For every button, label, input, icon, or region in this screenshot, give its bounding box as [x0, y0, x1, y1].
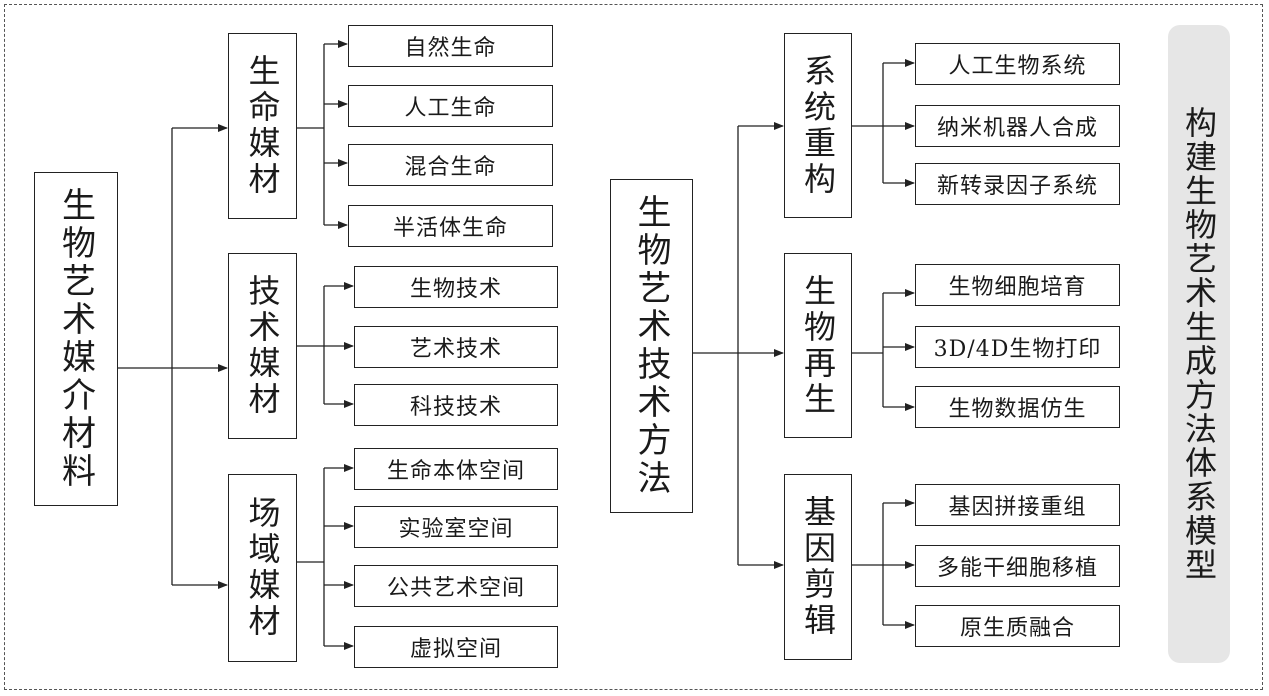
- leaf-sci-tech: 科技技术: [354, 384, 558, 426]
- leaf-public-art-space: 公共艺术空间: [354, 565, 558, 607]
- leaf-bio-tech: 生物技术: [354, 266, 558, 308]
- model-title-panel: 构建生物艺术生成方法体系模型: [1168, 25, 1230, 663]
- leaf-gene-splicing: 基因拼接重组: [915, 484, 1120, 526]
- diagram-frame: [4, 4, 1263, 690]
- leaf-cell-culture: 生物细胞培育: [915, 264, 1120, 306]
- leaf-artificial-bio-system: 人工生物系统: [915, 43, 1120, 85]
- leaf-bio-data-bionic: 生物数据仿生: [915, 386, 1120, 428]
- group-field-media: 场域媒材: [228, 474, 297, 662]
- group-gene-editing: 基因剪辑: [784, 474, 852, 660]
- leaf-art-tech: 艺术技术: [354, 326, 558, 368]
- leaf-lab-space: 实验室空间: [354, 506, 558, 548]
- leaf-nanorobot-synthesis: 纳米机器人合成: [915, 105, 1120, 147]
- leaf-natural-life: 自然生命: [348, 25, 553, 67]
- group-life-media: 生命媒材: [228, 33, 297, 219]
- left-root-box: 生物艺术媒介材料: [34, 172, 118, 506]
- leaf-semi-living: 半活体生命: [348, 205, 553, 247]
- leaf-stem-cell-transplant: 多能干细胞移植: [915, 545, 1120, 587]
- right-root-box: 生物艺术技术方法: [610, 179, 693, 513]
- leaf-hybrid-life: 混合生命: [348, 144, 553, 186]
- group-bio-regeneration: 生物再生: [784, 253, 852, 438]
- leaf-transcription-factor: 新转录因子系统: [915, 163, 1120, 205]
- leaf-protoplast-fusion: 原生质融合: [915, 605, 1120, 647]
- group-tech-media: 技术媒材: [228, 253, 297, 439]
- group-system-reconstruct: 系统重构: [784, 33, 852, 218]
- leaf-virtual-space: 虚拟空间: [354, 626, 558, 668]
- leaf-life-ontology-space: 生命本体空间: [354, 448, 558, 490]
- leaf-artificial-life: 人工生命: [348, 85, 553, 127]
- leaf-3d4d-bioprint: 3D/4D生物打印: [915, 326, 1120, 368]
